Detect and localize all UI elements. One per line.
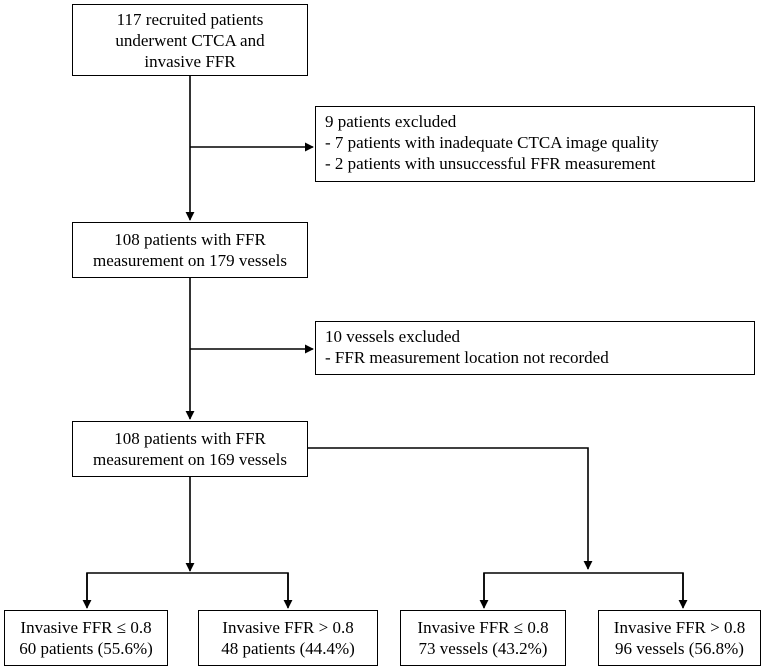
node-ffr-169-line-2: measurement on 169 vessels (92, 450, 288, 469)
edge-vessels-split-bar (483, 572, 684, 607)
node-vessels-gt: Invasive FFR > 0.8 96 vessels (56.8%) (598, 610, 761, 666)
node-patients-gt-line-1: Invasive FFR > 0.8 (222, 618, 354, 637)
node-recruited-line-2: underwent CTCA and (115, 30, 265, 50)
node-vessels-gt-line-1: Invasive FFR > 0.8 (613, 618, 746, 637)
node-ffr-169: 108 patients with FFR measurement on 169… (72, 421, 308, 477)
edge-ffr169-to-vessels-trunk (308, 447, 593, 570)
node-excluded-vessels-line-1: 10 vessels excluded (325, 327, 461, 346)
node-excluded-patients-line-3: - 2 patients with unsuccessful FFR measu… (325, 154, 656, 173)
node-ffr-179: 108 patients with FFR measurement on 179… (72, 222, 308, 278)
node-excluded-patients-line-1: 9 patients excluded (325, 112, 457, 131)
node-patients-le-line-1: Invasive FFR ≤ 0.8 (20, 618, 152, 637)
node-patients-gt-line-2: 48 patients (44.4%) (221, 639, 355, 658)
node-recruited: 117 recruited patients underwent CTCA an… (72, 4, 308, 76)
node-ffr-179-line-1: 108 patients with FFR (114, 230, 266, 249)
node-patients-gt: Invasive FFR > 0.8 48 patients (44.4%) (198, 610, 378, 666)
node-excluded-vessels-line-2: - FFR measurement location not recorded (325, 348, 609, 367)
node-excluded-patients: 9 patients excluded - 7 patients with in… (315, 106, 755, 182)
node-ffr-169-line-1: 108 patients with FFR (114, 429, 266, 448)
edge-patients-split-bar (86, 572, 289, 607)
node-patients-le-line-2: 60 patients (55.6%) (19, 639, 153, 658)
node-patients-le: Invasive FFR ≤ 0.8 60 patients (55.6%) (4, 610, 168, 666)
node-excluded-patients-line-2: - 7 patients with inadequate CTCA image … (325, 133, 659, 152)
node-excluded-vessels: 10 vessels excluded - FFR measurement lo… (315, 321, 755, 375)
node-ffr-179-line-2: measurement on 179 vessels (92, 251, 288, 270)
node-vessels-gt-line-2: 96 vessels (56.8%) (615, 639, 744, 658)
node-vessels-le-line-2: 73 vessels (43.2%) (418, 639, 548, 658)
node-vessels-le-line-1: Invasive FFR ≤ 0.8 (417, 618, 549, 637)
node-vessels-le: Invasive FFR ≤ 0.8 73 vessels (43.2%) (400, 610, 566, 666)
node-recruited-line-3: invasive FFR (144, 51, 236, 71)
node-recruited-line-1: 117 recruited patients (116, 9, 264, 29)
